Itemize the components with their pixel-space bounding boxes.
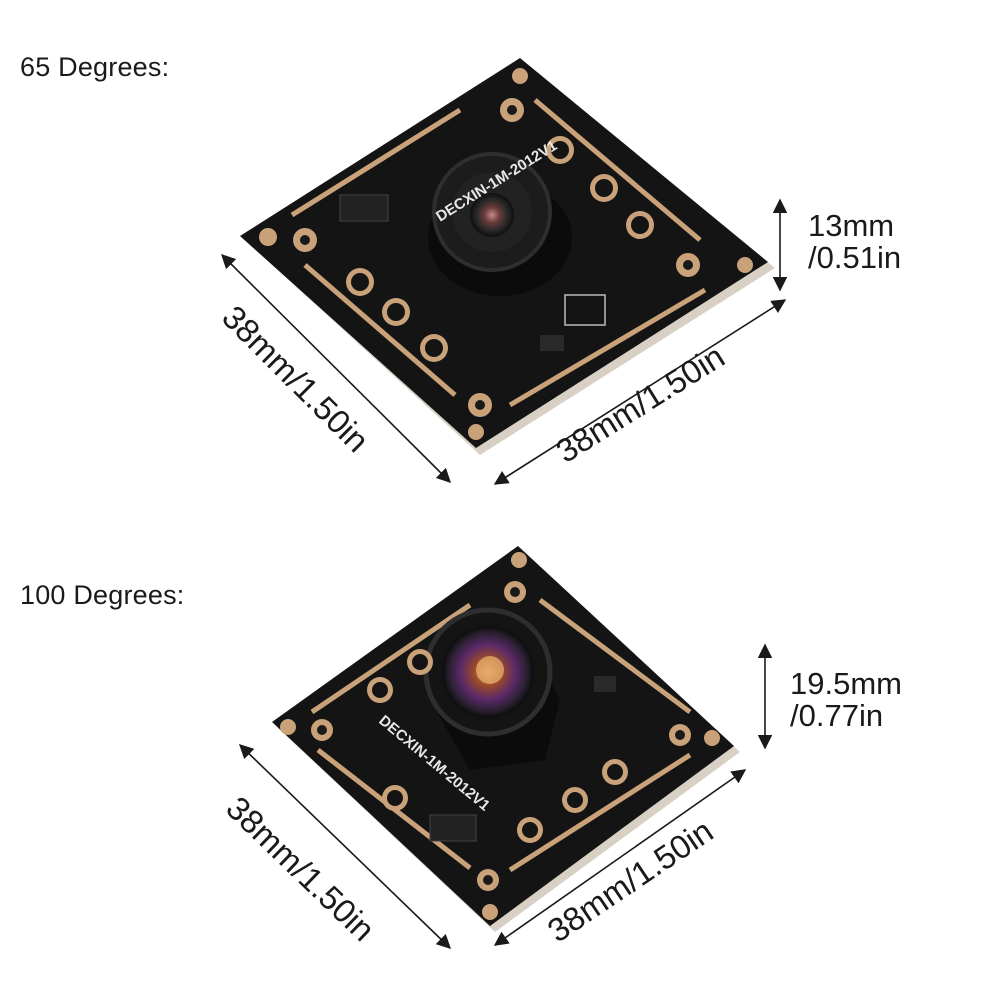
ic-chip (339, 194, 389, 222)
height-dimension-65: 13mm /0.51in (808, 210, 901, 274)
section-title-65: 65 Degrees: (20, 52, 170, 82)
height-mm-100: 19.5mm (790, 666, 902, 701)
height-in-65: /0.51in (808, 240, 902, 275)
dimension-arrows-65 (220, 198, 788, 485)
mounting-holes-65 (259, 68, 753, 440)
height-mm-65: 13mm (808, 208, 895, 243)
dimension-arrows-100 (238, 643, 773, 950)
section-title-100: 100 Degrees: (20, 580, 185, 610)
height-in-100: /0.77in (790, 698, 884, 733)
height-dimension-100: 19.5mm /0.77in (790, 668, 902, 732)
